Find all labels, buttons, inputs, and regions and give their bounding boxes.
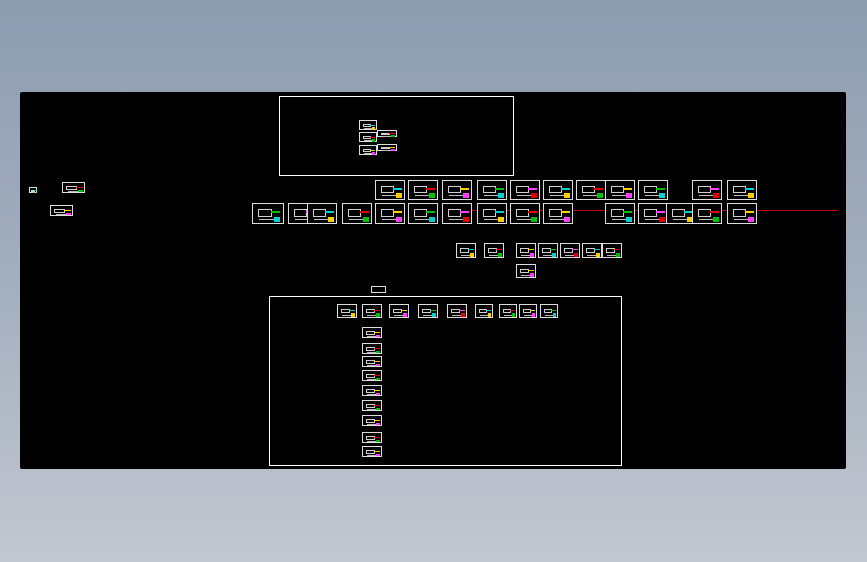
bottom-header-sheet[interactable] bbox=[499, 304, 517, 318]
main-lower-sheet[interactable] bbox=[692, 203, 722, 224]
main-lower-sheet[interactable] bbox=[408, 203, 438, 224]
title-block-marker[interactable] bbox=[371, 286, 386, 293]
main-upper-sheet[interactable] bbox=[375, 180, 405, 200]
main-lower-sheet[interactable] bbox=[442, 203, 472, 224]
main-upper-sheet[interactable] bbox=[510, 180, 540, 200]
main-lower-sheet[interactable] bbox=[252, 203, 284, 224]
main-upper-sheet[interactable] bbox=[477, 180, 507, 200]
middle-sheet[interactable] bbox=[602, 243, 622, 258]
bottom-column-sheet[interactable] bbox=[362, 343, 382, 354]
bottom-header-sheet[interactable] bbox=[418, 304, 438, 318]
main-upper-sheet[interactable] bbox=[605, 180, 635, 200]
bottom-header-sheet[interactable] bbox=[337, 304, 357, 318]
bottom-column-sheet[interactable] bbox=[362, 415, 382, 426]
middle-sheet[interactable] bbox=[456, 243, 476, 258]
middle-sheet[interactable] bbox=[538, 243, 558, 258]
bottom-header-sheet[interactable] bbox=[447, 304, 467, 318]
main-lower-sheet[interactable] bbox=[342, 203, 372, 224]
left-marker-sheet[interactable] bbox=[29, 187, 37, 194]
top-sheet-detail[interactable] bbox=[377, 144, 397, 151]
left-sheet[interactable] bbox=[50, 205, 73, 216]
main-upper-sheet[interactable] bbox=[442, 180, 472, 200]
main-lower-sheet[interactable] bbox=[638, 203, 668, 224]
bottom-column-sheet[interactable] bbox=[362, 327, 382, 338]
main-lower-sheet[interactable] bbox=[375, 203, 405, 224]
top-layout-frame bbox=[279, 96, 514, 176]
main-upper-sheet[interactable] bbox=[638, 180, 668, 200]
main-lower-sheet[interactable] bbox=[543, 203, 573, 224]
drawing-canvas[interactable] bbox=[20, 92, 846, 469]
main-lower-sheet[interactable] bbox=[510, 203, 540, 224]
bottom-column-sheet[interactable] bbox=[362, 385, 382, 396]
bottom-header-sheet[interactable] bbox=[540, 304, 558, 318]
bottom-column-sheet[interactable] bbox=[362, 370, 382, 381]
middle-sheet[interactable] bbox=[582, 243, 602, 258]
top-sheet[interactable] bbox=[359, 120, 377, 130]
bottom-header-sheet[interactable] bbox=[519, 304, 537, 318]
bottom-header-sheet[interactable] bbox=[362, 304, 382, 318]
left-sheet[interactable] bbox=[62, 182, 85, 193]
main-lower-sheet[interactable] bbox=[605, 203, 635, 224]
main-lower-sheet[interactable] bbox=[307, 203, 337, 224]
middle-single-sheet[interactable] bbox=[516, 264, 536, 278]
main-upper-sheet[interactable] bbox=[576, 180, 606, 200]
middle-sheet[interactable] bbox=[516, 243, 536, 258]
bottom-column-sheet[interactable] bbox=[362, 356, 382, 367]
main-upper-sheet[interactable] bbox=[408, 180, 438, 200]
top-sheet-detail[interactable] bbox=[377, 130, 397, 137]
bottom-column-sheet[interactable] bbox=[362, 432, 382, 443]
bottom-header-sheet[interactable] bbox=[475, 304, 493, 318]
top-sheet[interactable] bbox=[359, 132, 377, 142]
bottom-column-sheet[interactable] bbox=[362, 400, 382, 411]
middle-sheet[interactable] bbox=[560, 243, 580, 258]
main-lower-sheet[interactable] bbox=[727, 203, 757, 224]
main-upper-sheet[interactable] bbox=[543, 180, 573, 200]
bottom-layout-frame bbox=[269, 296, 622, 466]
middle-sheet[interactable] bbox=[484, 243, 504, 258]
bottom-column-sheet[interactable] bbox=[362, 446, 382, 457]
bottom-header-sheet[interactable] bbox=[389, 304, 409, 318]
top-sheet[interactable] bbox=[359, 145, 377, 155]
main-upper-sheet[interactable] bbox=[692, 180, 722, 200]
main-lower-sheet[interactable] bbox=[477, 203, 507, 224]
main-upper-sheet[interactable] bbox=[727, 180, 757, 200]
main-lower-sheet[interactable] bbox=[666, 203, 696, 224]
